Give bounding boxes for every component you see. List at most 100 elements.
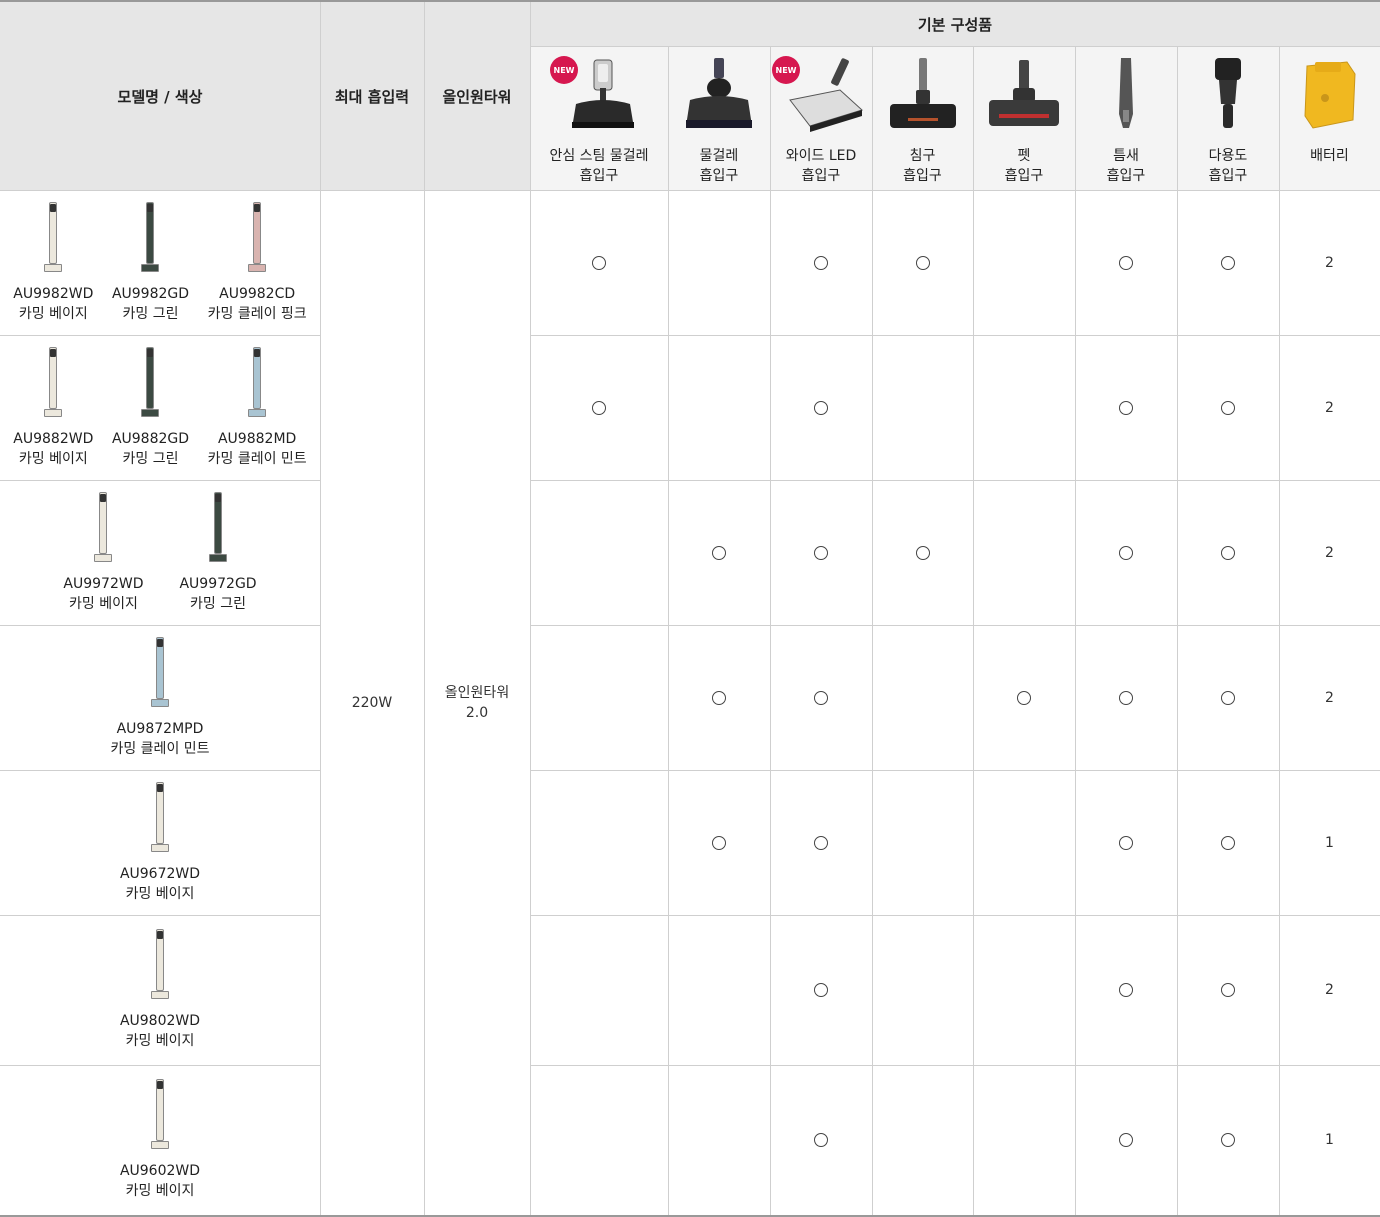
accessory-cell [668, 770, 770, 915]
model-color: 카밍 클레이 민트 [110, 740, 210, 757]
column-divider [1279, 46, 1280, 1215]
included-mark [1119, 400, 1133, 415]
accessory-cell [973, 915, 1075, 1065]
row-divider [0, 480, 320, 481]
battery-count: 2 [1279, 915, 1380, 1065]
battery-count: 1 [1279, 1065, 1380, 1215]
row-divider [0, 915, 320, 916]
vacuum-handle [254, 348, 261, 357]
vacuum-handle [100, 493, 107, 502]
vacuum-body [146, 346, 155, 409]
row-divider [530, 770, 1380, 771]
vacuum-station [44, 408, 63, 417]
accessory-cell [668, 915, 770, 1065]
allinone-tower-version: 2.0 [465, 704, 489, 721]
model-code: AU9802WD [119, 1013, 201, 1029]
vacuum-body [253, 201, 262, 264]
model-code: AU9882WD [13, 430, 94, 447]
included-mark [1119, 1133, 1133, 1147]
accessory-cell [872, 770, 973, 915]
vacuum-body [253, 346, 262, 409]
accessory-cell [530, 770, 668, 915]
header-allinone-tower: 올인원타워 [424, 2, 530, 190]
accessory-cell [872, 335, 973, 480]
vacuum-body [156, 636, 164, 699]
included-mark [592, 400, 606, 415]
vacuum-handle [215, 493, 222, 502]
allinone-tower-text: 올인원타워 [444, 684, 510, 701]
accessory-cell [668, 190, 770, 335]
accessory-cell [1177, 625, 1279, 770]
accessory-cell [973, 1065, 1075, 1215]
new-badge: NEW [772, 56, 800, 84]
battery-count-text: 1 [1325, 1132, 1334, 1148]
model-code: AU9982GD [111, 285, 190, 302]
accessory-header-7: 배터리 [1279, 46, 1380, 190]
accessory-cell [770, 480, 872, 625]
vacuum-product-image [44, 201, 63, 274]
accessory-cell [1075, 625, 1177, 770]
accessory-name-sub: 흡입구 [1004, 168, 1044, 184]
column-divider [770, 46, 771, 1215]
accessory-cell [1177, 190, 1279, 335]
row-divider [0, 1065, 320, 1066]
column-divider [530, 2, 531, 1215]
battery-count: 2 [1279, 480, 1380, 625]
vacuum-station [248, 408, 267, 417]
accessory-cell [1075, 190, 1177, 335]
new-badge: NEW [550, 56, 578, 84]
column-divider [424, 2, 425, 1215]
vacuum-station [151, 698, 169, 707]
model-code: AU9672WD [119, 865, 201, 882]
accessory-name: 물걸레 [699, 148, 739, 164]
accessory-name: 안심 스팀 물걸레 [549, 148, 649, 164]
accessory-name-sub: 흡입구 [903, 168, 942, 184]
accessory-cell [770, 190, 872, 335]
vacuum-product-image [209, 491, 228, 564]
wet-mop-nozzle-icon [674, 54, 764, 134]
included-mark [712, 545, 726, 560]
allinone-tower-value: 올인원타워 2.0 [424, 190, 530, 1215]
included-mark [1221, 690, 1235, 705]
accessory-cell [1075, 335, 1177, 480]
included-mark [1017, 690, 1031, 705]
vacuum-handle [147, 203, 154, 212]
battery-count: 2 [1279, 190, 1380, 335]
included-mark [592, 255, 606, 270]
header-model-color: 모델명 / 색상 [0, 2, 320, 190]
vacuum-body [146, 201, 155, 264]
accessory-cell [872, 915, 973, 1065]
included-mark [1119, 690, 1133, 705]
included-mark [712, 690, 726, 705]
battery-count: 1 [1279, 770, 1380, 915]
vacuum-handle [254, 203, 261, 212]
row-divider [530, 915, 1380, 916]
included-mark [814, 983, 828, 997]
vacuum-station [94, 553, 113, 562]
row-divider [0, 190, 1380, 191]
accessory-cell [872, 625, 973, 770]
battery-count-text: 2 [1325, 689, 1334, 706]
accessory-cell [1177, 480, 1279, 625]
included-mark [1221, 835, 1235, 850]
model-code: AU9982CD [219, 285, 296, 302]
battery-count: 2 [1279, 335, 1380, 480]
accessory-name: 침구 [909, 148, 936, 164]
accessory-cell [770, 625, 872, 770]
accessory-cell [1075, 480, 1177, 625]
vacuum-body [214, 491, 223, 554]
header-max-suction: 최대 흡입력 [320, 2, 424, 190]
vacuum-station [150, 1141, 169, 1149]
